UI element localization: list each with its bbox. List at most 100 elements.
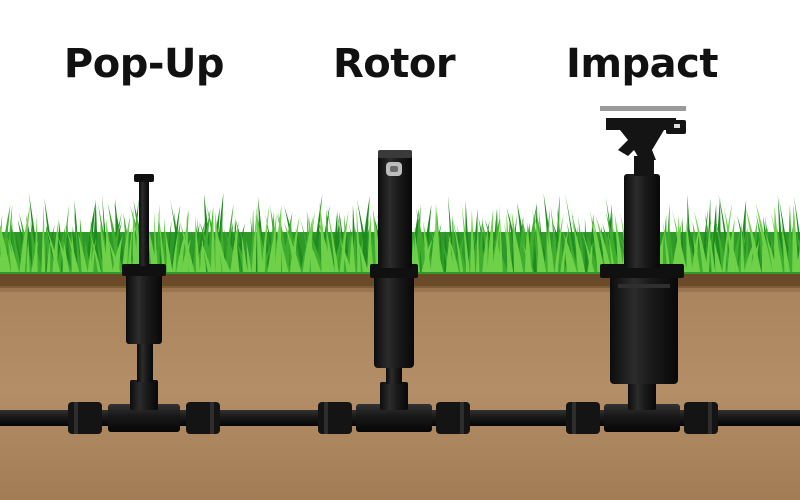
grass-blade: [201, 240, 213, 272]
grass-blade: [503, 221, 514, 272]
grass-blade: [434, 203, 441, 272]
impact-riser: [624, 174, 660, 268]
popup-nozzle: [134, 174, 154, 182]
impact-label: Impact: [565, 41, 719, 87]
grass-blade: [46, 237, 51, 272]
grass-blade: [745, 206, 762, 272]
popup-coupler-left: [68, 402, 102, 434]
popup-coupler-right: [186, 402, 220, 434]
grass-blade: [755, 202, 773, 272]
grass-blade: [179, 220, 195, 272]
grass-blade: [578, 215, 585, 272]
grass-blade: [487, 208, 494, 272]
grass-layer: [0, 192, 800, 274]
rotor-nozzle-inner: [390, 166, 398, 172]
grass-blade: [114, 202, 127, 272]
grass-blade: [744, 240, 755, 272]
grass-blade: [740, 220, 745, 272]
popup-stem: [139, 180, 149, 266]
impact-housing: [610, 272, 678, 384]
grass-blade: [605, 211, 620, 272]
popup-body: [126, 272, 162, 344]
grass-blade: [781, 222, 790, 272]
grass-blade: [56, 233, 70, 272]
grass-blade: [587, 233, 598, 272]
grass-blade: [270, 212, 277, 272]
grass-blade: [796, 248, 800, 272]
grass-blade: [78, 232, 88, 272]
grass-blade: [261, 204, 270, 272]
popup-coupler-left-ridge: [74, 402, 78, 434]
popup-riser-pipe: [137, 340, 153, 382]
grass-blade: [64, 223, 80, 272]
impact-coupler-left-ridge: [572, 402, 576, 434]
impact-coupler-right: [684, 402, 718, 434]
grass-blade: [534, 214, 547, 272]
grass-blade: [686, 221, 693, 272]
grass-blade: [776, 226, 786, 272]
grass-blade: [0, 225, 11, 272]
grass-blade: [722, 202, 733, 272]
grass-blade: [423, 221, 432, 272]
grass-blade: [368, 215, 374, 272]
grass-blade: [26, 241, 30, 272]
grass-blade: [777, 194, 785, 272]
grass-blade: [326, 229, 335, 272]
grass-blade: [309, 232, 325, 272]
grass-blade: [708, 226, 716, 272]
grass-blade: [564, 192, 579, 272]
grass-blade: [9, 219, 22, 272]
grass-blade: [548, 224, 555, 272]
rotor-coupler-right-ridge: [460, 402, 464, 434]
grass-blade: [614, 213, 624, 272]
impact-neck: [634, 156, 654, 176]
grass-blade: [87, 239, 93, 272]
impact-arm-detail: [674, 124, 680, 128]
grass-blade: [580, 226, 595, 272]
rotor-tee-horizontal: [356, 404, 432, 432]
grass-blade: [194, 215, 201, 272]
grass-blade: [106, 234, 121, 272]
grass-blade: [562, 231, 577, 272]
impact-housing-rim: [600, 264, 684, 278]
popup-tee-horizontal: [108, 404, 180, 432]
impact-coupler-left: [566, 402, 600, 434]
grass-blade: [230, 220, 239, 272]
popup-sprinkler: [68, 174, 220, 434]
grass-blade: [595, 215, 612, 272]
grass-blade: [192, 217, 199, 272]
grass-blade: [274, 204, 282, 272]
grass-blade: [157, 210, 166, 272]
grass-blade: [447, 234, 460, 272]
grass-blade: [764, 229, 778, 272]
grass-blade: [557, 207, 565, 272]
grass-blade: [554, 213, 564, 272]
grass-blade: [430, 229, 444, 272]
grass-blade: [727, 232, 740, 272]
grass-blade: [693, 210, 709, 272]
grass-blade: [692, 232, 701, 272]
grass-blade: [339, 238, 352, 272]
rotor-body: [374, 274, 414, 368]
grass-blade: [251, 204, 258, 272]
grass-blade: [560, 226, 569, 272]
grass-blade: [356, 198, 371, 272]
grass-blade: [357, 239, 369, 272]
grass-blade: [360, 195, 370, 272]
grass-blade: [713, 241, 723, 272]
grass-blade: [169, 197, 183, 272]
impact-tee-horizontal: [604, 404, 680, 432]
grass-blade: [214, 239, 231, 272]
grass-blade: [246, 240, 252, 272]
grass-blade: [41, 205, 46, 272]
rotor-coupler-left: [318, 402, 352, 434]
impact-coupler-right-ridge: [708, 402, 712, 434]
grass-blade: [411, 237, 417, 272]
popup-cap: [122, 264, 166, 276]
rotor-head-top: [378, 150, 412, 158]
impact-tee-riser: [628, 382, 656, 410]
rotor-label: Rotor: [332, 41, 456, 87]
popup-label: Pop-Up: [63, 41, 225, 87]
